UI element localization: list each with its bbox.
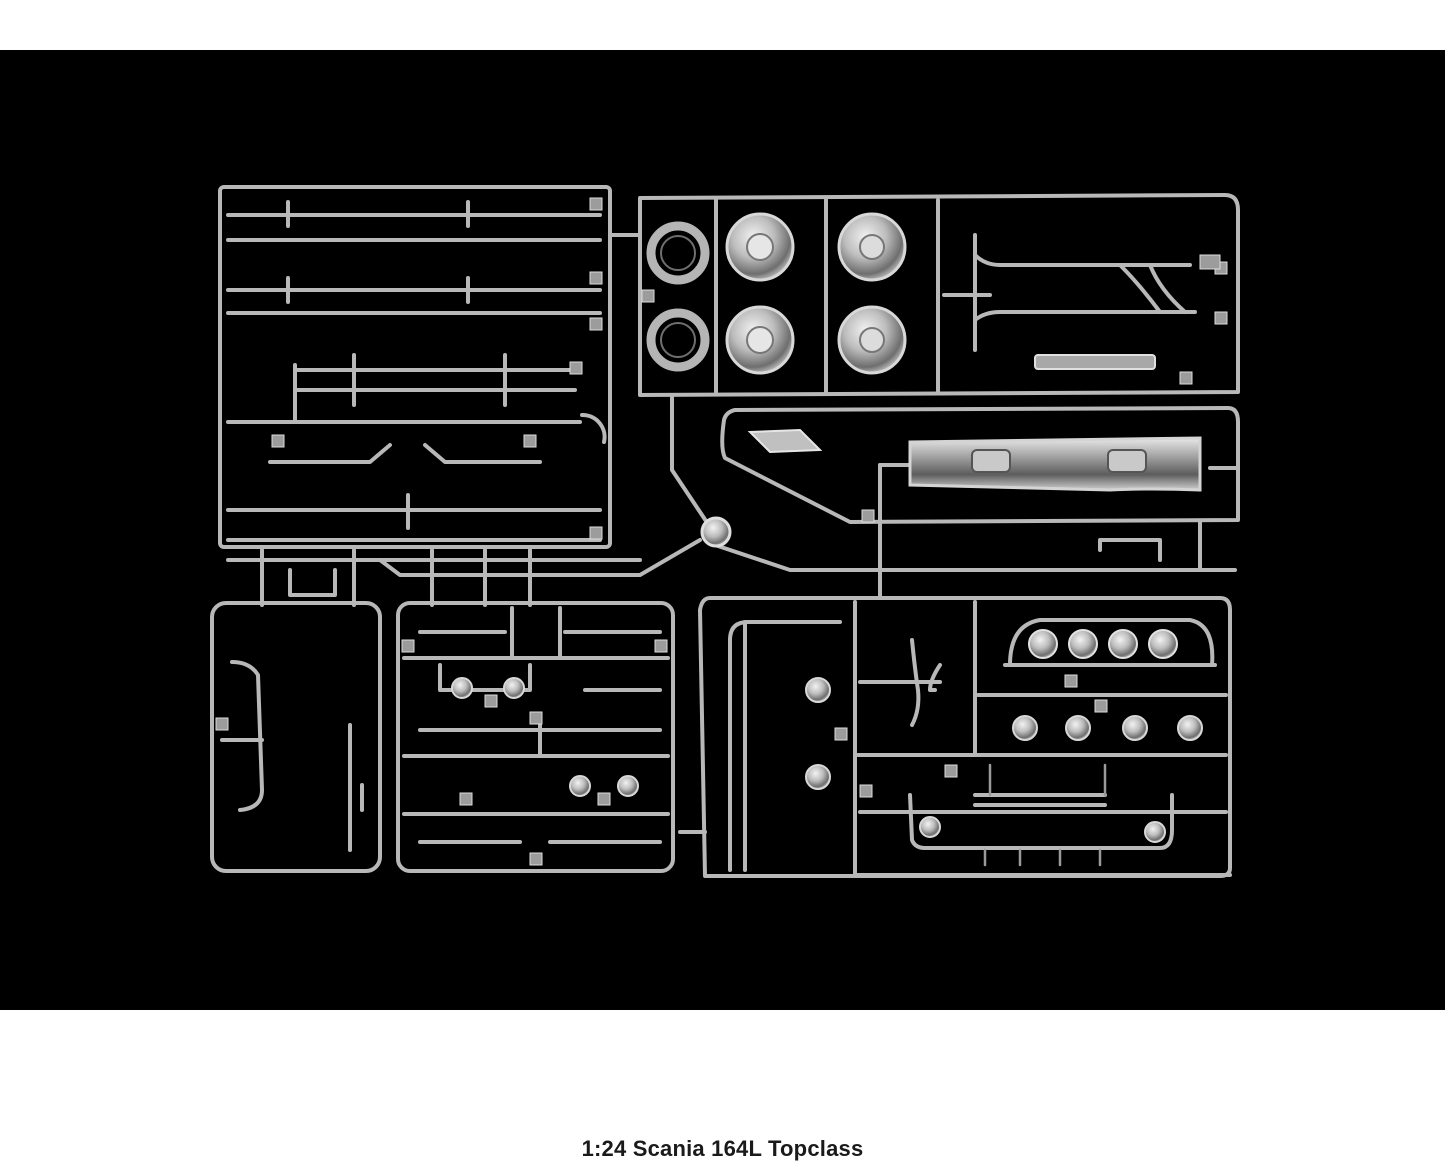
wheel-ring-1 [646,221,710,285]
kit-caption: 1:24 Scania 164L Topclass [581,1136,864,1161]
kit-photo [0,50,1445,1010]
chrome-sprue-image [210,185,1240,878]
